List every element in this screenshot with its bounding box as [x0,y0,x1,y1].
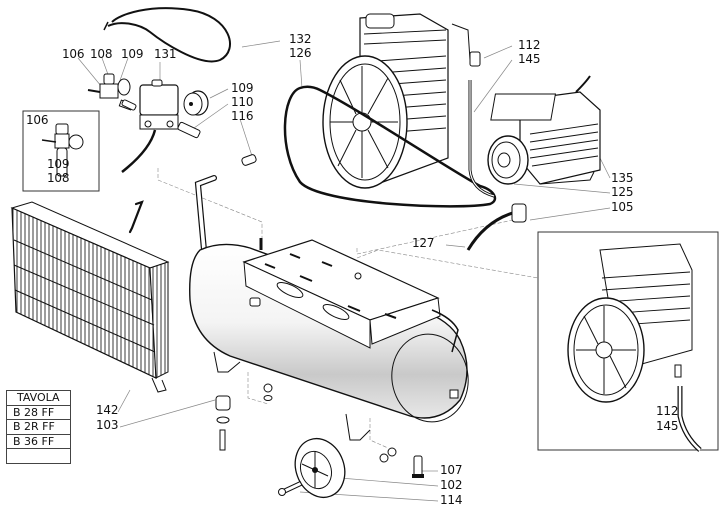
fitting-part [121,99,137,111]
callout-110: 110 [231,95,254,109]
model-table-row: B 28 FF [7,406,70,420]
model-table-row [7,449,70,463]
callout-125: 125 [611,185,634,199]
pressure-switch [121,79,179,173]
spring-part [241,154,257,166]
model-table-row: B 2R FF [7,420,70,435]
v-belt [283,85,497,208]
callout-142: 142 [96,403,119,417]
pump-detail-inset [537,231,719,452]
delivery-pipe [468,80,495,198]
callout-106: 106 [62,47,85,61]
callout-112-inset: 112 [656,404,679,418]
callout-107: 107 [440,463,463,477]
callout-112: 112 [518,38,541,52]
callout-145-inset: 145 [656,419,679,433]
callout-116: 116 [231,109,254,123]
callout-105: 105 [611,200,634,214]
callout-132: 132 [289,32,312,46]
callout-109-gauge: 109 [231,81,254,95]
model-table-header: TAVOLA [7,391,70,406]
callout-108-inset: 108 [47,171,70,185]
pressure-reducer-inset [22,110,100,192]
callout-127: 127 [412,236,435,250]
hose [466,210,517,251]
callout-102: 102 [440,478,463,492]
callout-126: 126 [289,46,312,60]
callout-103: 103 [96,418,119,432]
pressure-gauge [183,90,209,116]
callout-114: 114 [440,493,463,507]
callout-131: 131 [154,47,177,61]
power-cable [107,7,231,63]
callout-109: 109 [121,47,144,61]
callout-135: 135 [611,171,634,185]
check-valve [177,121,201,139]
wheel [278,437,346,499]
callout-106-inset: 106 [26,113,49,127]
pressure-reducer [87,73,134,111]
compressor-pump [322,13,481,189]
elbow-fitting [511,203,527,223]
model-table: TAVOLA B 28 FF B 2R FF B 36 FF [6,390,71,464]
callout-109-inset: 109 [47,157,70,171]
radiator-guard [10,201,170,393]
callout-108: 108 [90,47,113,61]
rubber-foot-assembly [215,383,397,463]
model-table-row: B 36 FF [7,435,70,449]
callout-145: 145 [518,52,541,66]
air-tank [189,238,469,441]
bracket-part [128,200,144,234]
electric-motor [487,75,601,185]
drain-valve [412,455,424,478]
assembly-guide-lines [157,168,561,449]
